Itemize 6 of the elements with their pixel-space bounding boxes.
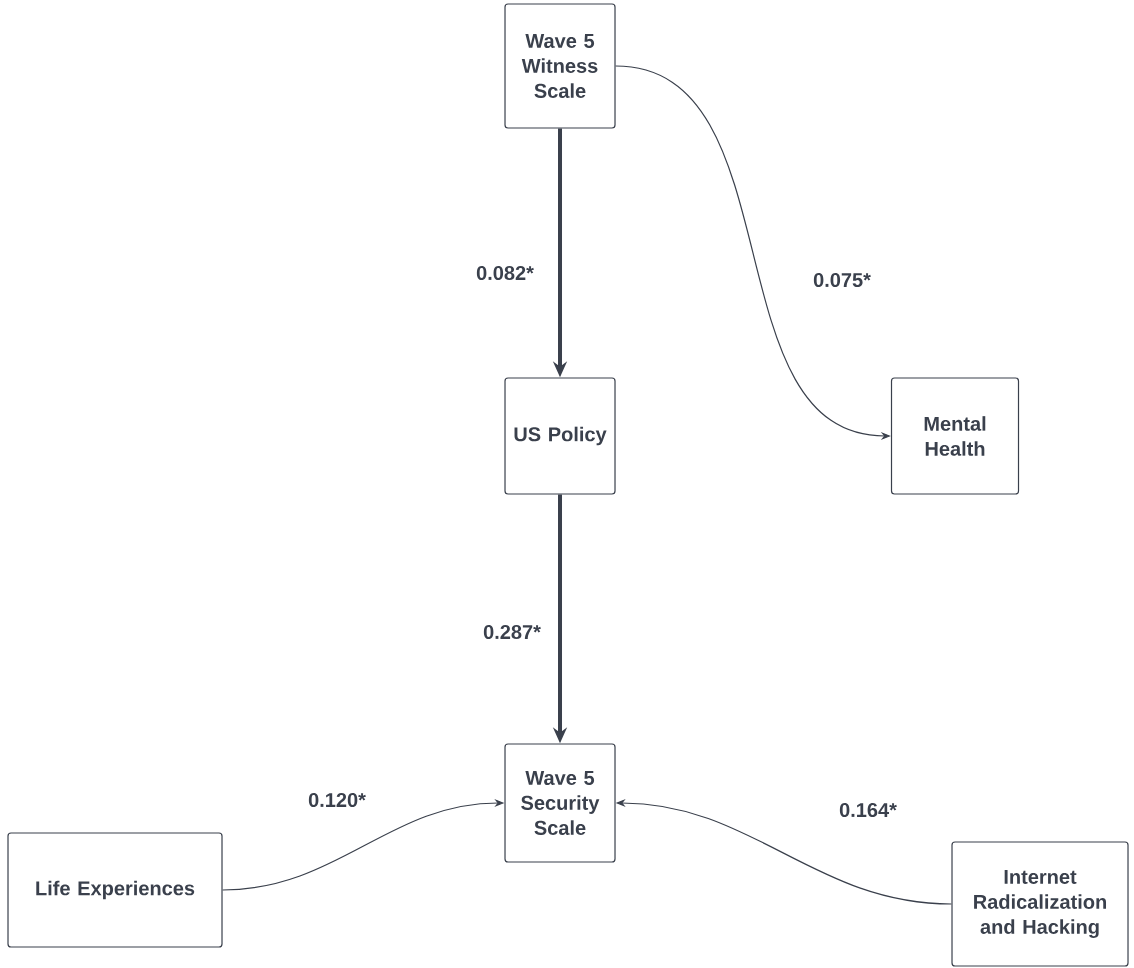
- box: Mental Health: [890, 377, 1020, 495]
- box: Wave 5 Witness Scale: [504, 3, 616, 129]
- box: Life Experiences: [7, 832, 223, 948]
- box: Internet Radicalization and Hacking: [951, 841, 1129, 967]
- box: US Policy: [504, 377, 616, 495]
- box: Wave 5 Security Scale: [504, 743, 616, 863]
